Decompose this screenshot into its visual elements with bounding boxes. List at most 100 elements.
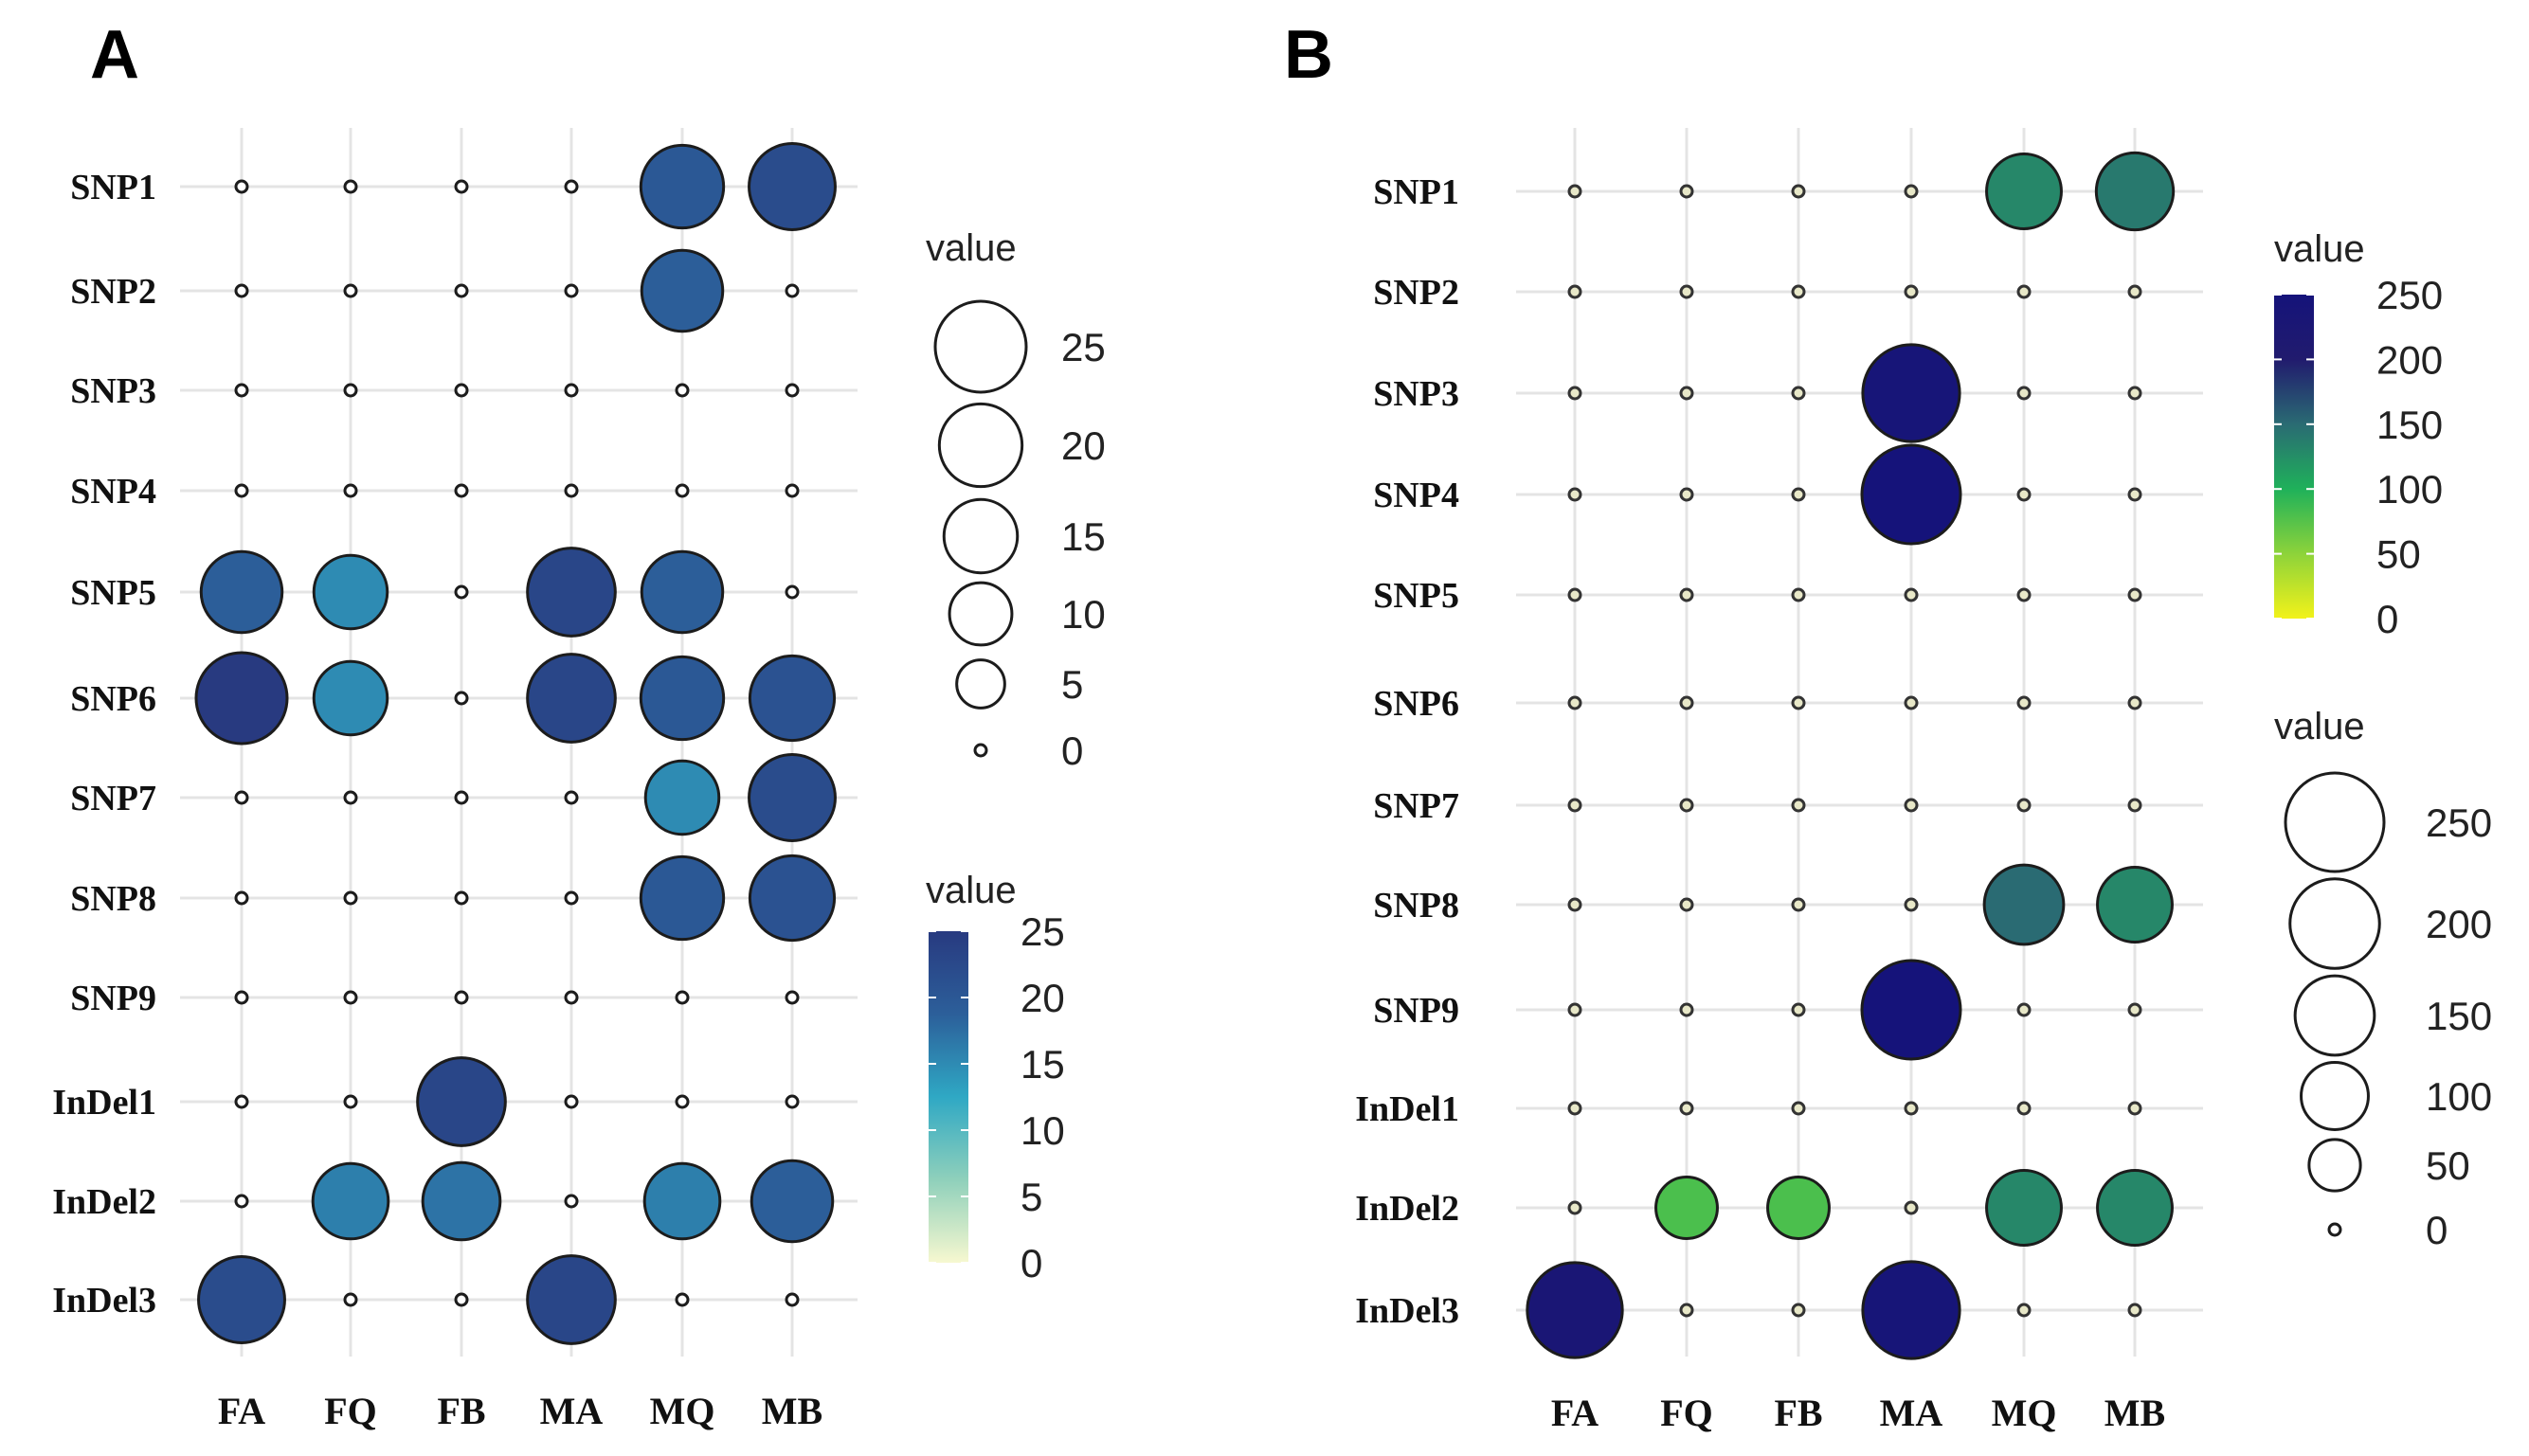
panel-a-bubble	[564, 890, 579, 906]
panel-b-colorbar	[2274, 295, 2314, 619]
panel-b-bubble	[1679, 798, 1694, 813]
panel-b-size-legend-label: 250	[2426, 800, 2492, 845]
panel-a-bubble	[343, 483, 358, 498]
panel-a-bubble	[526, 1254, 617, 1345]
panel-a-bubble	[454, 283, 469, 298]
panel-a-bubble	[454, 790, 469, 805]
panel-b-size-legend-title: value	[2274, 706, 2365, 747]
panel-a-size-legend-label: 25	[1061, 325, 1106, 369]
panel-b-colorbar-label: 0	[2376, 597, 2398, 641]
panel-b-bubble	[1791, 695, 1806, 710]
panel-b-bubble	[1679, 487, 1694, 502]
panel-a-bubble	[675, 1094, 690, 1109]
panel-a-size-legend-label: 10	[1061, 592, 1106, 637]
panel-b-colorbar-label: 250	[2376, 273, 2443, 317]
panel-b-bubble	[1985, 153, 2063, 230]
panel-b-bubble	[1567, 798, 1582, 813]
panel-b-bubble	[1791, 1101, 1806, 1116]
panel-b-bubble	[1904, 798, 1919, 813]
panel-b-column-label: FB	[1774, 1392, 1822, 1434]
panel-b-size-legend-key	[2288, 877, 2381, 970]
panel-b-column-label: MB	[2104, 1392, 2165, 1434]
panel-b-colorbar-label: 100	[2376, 467, 2443, 512]
panel-a-bubble	[526, 547, 617, 638]
panel-b-bubble	[1567, 897, 1582, 912]
panel-b-column-label: MA	[1880, 1392, 1943, 1434]
panel-b-bubble	[1904, 284, 1919, 299]
panel-a-size-legend-key	[973, 743, 988, 758]
panel-b-bubble	[2127, 695, 2142, 710]
panel-a-bubble	[197, 1255, 286, 1344]
panel-a-bubble	[675, 990, 690, 1005]
panel-b-bubble	[1679, 897, 1694, 912]
panel-b-size-legend-key	[2300, 1061, 2370, 1131]
panel-a-bubble	[639, 655, 726, 742]
panel-b-size-legend-key	[2307, 1138, 2362, 1193]
panel-b-bubble	[1679, 1002, 1694, 1017]
panel-b-bubble	[1904, 184, 1919, 199]
panel-a-bubble	[785, 584, 800, 600]
panel-b-row-label: InDel3	[1355, 1291, 1459, 1331]
panel-b-bubble	[1985, 1169, 2063, 1247]
panel-b-bubble	[2016, 1002, 2032, 1017]
panel-a-grid	[180, 128, 858, 1357]
panel-a-bubble	[343, 990, 358, 1005]
panel-b-bubble	[2096, 1169, 2174, 1247]
panel-a-colorbar-label: 10	[1021, 1108, 1065, 1153]
panel-a-bubble	[454, 1292, 469, 1307]
panel-a-bubble	[564, 990, 579, 1005]
panel-b-bubble	[1567, 386, 1582, 401]
panel-a-row-label: SNP9	[70, 979, 156, 1018]
panel-b-bubble	[1904, 695, 1919, 710]
panel-a-size-legend-key	[937, 402, 1024, 489]
panel-a-colorbar-label: 0	[1021, 1241, 1042, 1285]
panel-b-bubble	[2016, 386, 2032, 401]
panel-a-bubble	[454, 383, 469, 398]
panel-a-bubble	[454, 483, 469, 498]
panel-a-bubble	[785, 283, 800, 298]
panel-a-bubble	[343, 890, 358, 906]
panel-b-bubble	[1567, 1002, 1582, 1017]
panel-b-bubble	[2096, 866, 2174, 944]
panel-a-color-legend-title: value	[926, 870, 1017, 911]
panel-b-bubble	[1904, 587, 1919, 602]
panel-b-row-label: SNP8	[1373, 886, 1459, 926]
panel-a-row-label: SNP7	[70, 779, 156, 818]
panel-a-bubble	[234, 1094, 249, 1109]
panel-a-size-legend-label: 5	[1061, 662, 1083, 707]
panel-b-bubble	[1791, 1303, 1806, 1318]
panel-a-bubble	[750, 1159, 835, 1244]
panel-b-bubble	[1791, 798, 1806, 813]
panel-a-bubble	[234, 790, 249, 805]
panel-a-size-legend-label: 0	[1061, 728, 1083, 773]
panel-a-bubble	[642, 1161, 722, 1241]
panel-b-size-legend-key	[2293, 974, 2376, 1057]
panel-a-row-label: InDel3	[52, 1281, 156, 1321]
panel-b-bubble	[2016, 1303, 2032, 1318]
panel-b-bubble	[1654, 1176, 1719, 1240]
panel-a-size-legend-key	[948, 581, 1014, 647]
panel-a-bubble	[639, 143, 726, 230]
panel-b-size-legend-label: 150	[2426, 994, 2492, 1038]
panel-a-bubble	[234, 383, 249, 398]
panel-a-bubble	[194, 651, 289, 746]
panel-b-row-label: SNP6	[1373, 684, 1459, 724]
panel-b-bubble	[1904, 1101, 1919, 1116]
panel-b-row-label: SNP7	[1373, 786, 1459, 826]
panel-b-bubble	[2016, 284, 2032, 299]
panel-a-row-label: SNP8	[70, 879, 156, 919]
panel-b-color-legend-title: value	[2274, 228, 2365, 270]
panel-b-bubble	[2127, 386, 2142, 401]
panel-b: B SNP1SNP2SNP3SNP4SNP5SNP6SNP7SNP8SNP9In…	[1284, 17, 2492, 1434]
panel-a-bubble	[343, 179, 358, 194]
panel-b-bubble	[2016, 1101, 2032, 1116]
panel-a-bubble	[234, 990, 249, 1005]
panel-a-row-label: InDel1	[52, 1083, 156, 1123]
panel-a-bubble	[454, 691, 469, 706]
panel-a-bubble	[640, 248, 725, 333]
panel-a-colorbar-label: 20	[1021, 976, 1065, 1020]
panel-a-bubble	[343, 790, 358, 805]
panel-a-bubble	[785, 483, 800, 498]
